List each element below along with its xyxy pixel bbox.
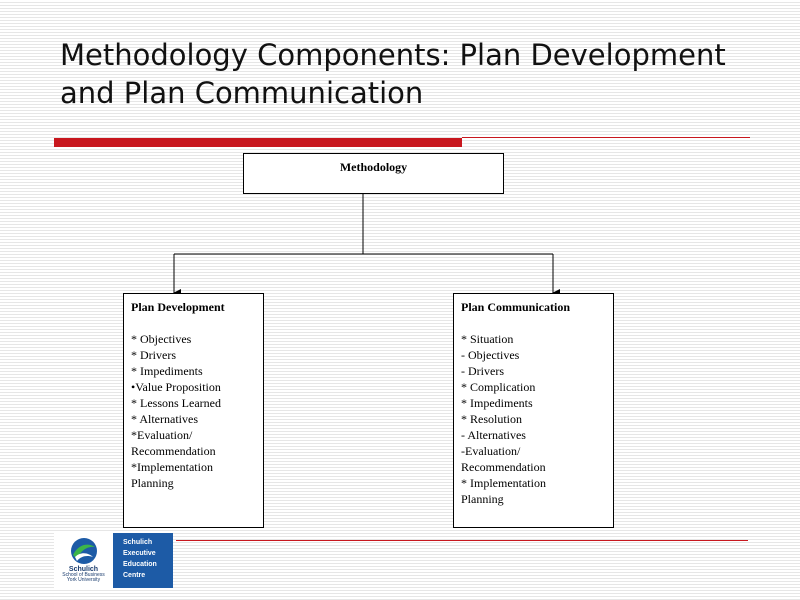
list-item: * Implementation: [461, 476, 546, 490]
plan-communication-box: Plan Communication * Situation - Objectiv…: [453, 293, 614, 528]
logo-name: Schulich: [68, 566, 99, 573]
plan-communication-heading: Plan Communication: [461, 300, 571, 314]
list-item: •Value Proposition: [131, 380, 221, 394]
list-item: *Implementation: [131, 460, 213, 474]
list-item: Planning: [131, 476, 174, 490]
list-item: * Impediments: [131, 364, 203, 378]
list-item: Recommendation: [461, 460, 546, 474]
plan-communication-list: * Situation - Objectives - Drivers * Compli…: [461, 331, 613, 507]
list-item: - Drivers: [461, 364, 504, 378]
list-item: * Lessons Learned: [131, 396, 221, 410]
slide-title: Methodology Components: Plan Development…: [60, 38, 726, 110]
list-item: * Impediments: [461, 396, 533, 410]
list-item: * Drivers: [131, 348, 176, 362]
logo-line: Schulich: [123, 539, 153, 546]
logo-emblem-panel: Schulich School of Business York Univers…: [54, 533, 113, 588]
title-underline-thick: [54, 138, 462, 147]
list-item: * Situation: [461, 332, 514, 346]
schulich-logo: Schulich School of Business York Univers…: [54, 533, 173, 588]
plan-development-heading: Plan Development: [131, 300, 225, 314]
list-item: - Objectives: [461, 348, 520, 362]
list-item: * Objectives: [131, 332, 192, 346]
list-item: * Resolution: [461, 412, 523, 426]
footer-rule: [176, 540, 748, 541]
title-underline-thin: [462, 137, 750, 138]
methodology-box: Methodology: [243, 153, 504, 194]
logo-text-panel: Schulich Executive Education Centre: [113, 533, 173, 588]
list-item: -Evaluation/: [461, 444, 521, 458]
methodology-label: Methodology: [339, 160, 408, 174]
plan-development-box: Plan Development * Objectives* Drivers* …: [123, 293, 264, 528]
logo-line: Executive: [123, 550, 156, 557]
list-item: * Alternatives: [131, 412, 198, 426]
swoosh-icon: [70, 538, 97, 564]
list-item: Recommendation: [131, 444, 216, 458]
logo-line: Education: [123, 561, 157, 568]
logo-line: Centre: [123, 572, 146, 579]
list-item: - Alternatives: [461, 428, 526, 442]
logo-sub-university: York University: [66, 577, 101, 583]
list-item: * Complication: [461, 380, 536, 394]
logo-sub-school: School of Business: [62, 572, 105, 578]
list-item: Planning: [461, 492, 504, 506]
list-item: *Evaluation/: [131, 428, 193, 442]
plan-development-list: * Objectives * Drivers * Impediments •Value…: [131, 331, 263, 491]
